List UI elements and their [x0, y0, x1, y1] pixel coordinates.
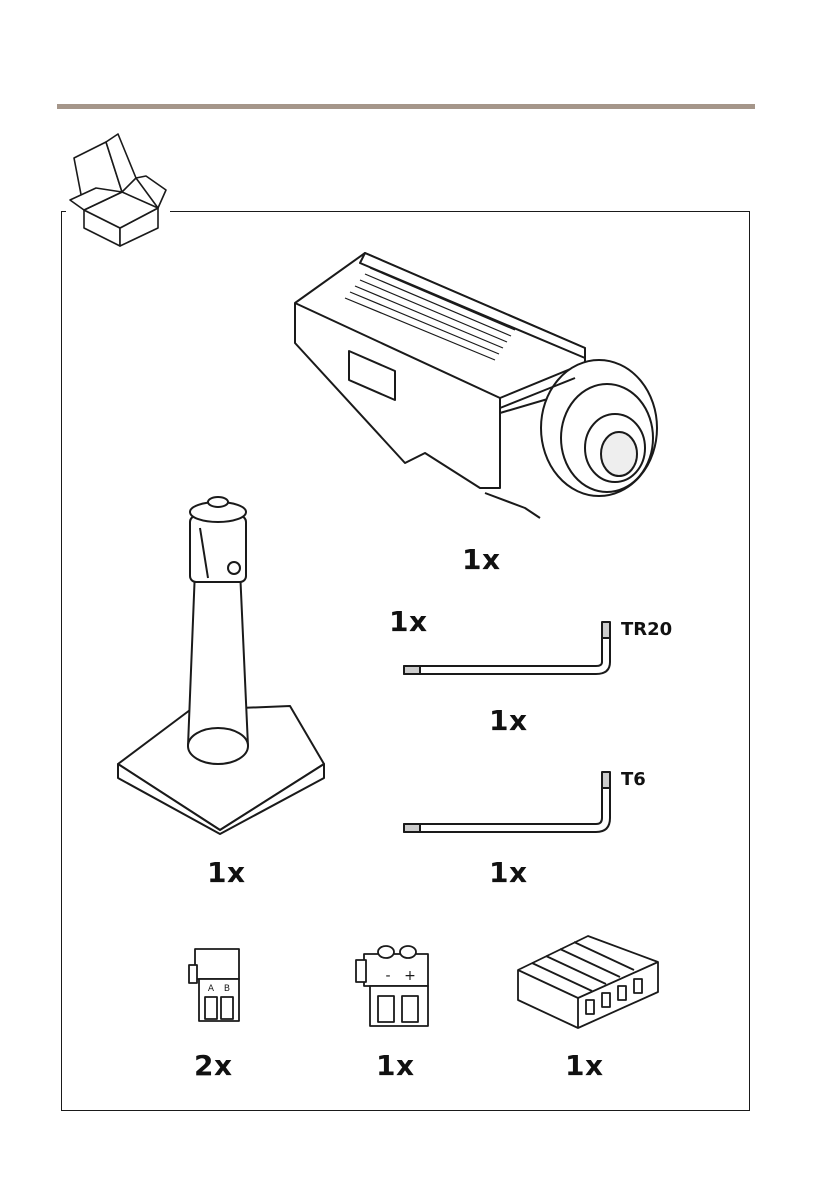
power-label-minus: -: [385, 968, 390, 984]
tr20-key-quantity: 1x: [489, 707, 528, 735]
rs485-label-b: B: [224, 984, 230, 994]
power-label-plus: +: [404, 968, 416, 984]
rs485-connector-quantity: 2x: [194, 1052, 233, 1080]
rs485-label-a: A: [208, 984, 215, 994]
io-connector-illustration: [512, 930, 662, 1030]
t6-key-illustration: [400, 768, 620, 838]
camera-illustration: [285, 248, 665, 528]
tr20-key-label: TR20: [621, 621, 672, 639]
io-connector-quantity: 1x: [565, 1052, 604, 1080]
stand-quantity: 1x: [207, 859, 246, 887]
tr20-key-illustration: [400, 618, 620, 688]
camera-quantity: 1x: [462, 546, 501, 574]
power-connector-illustration: - +: [352, 940, 432, 1028]
t6-key-label: T6: [621, 771, 646, 789]
package-box-icon: [66, 128, 170, 252]
power-connector-quantity: 1x: [376, 1052, 415, 1080]
mount-stand-illustration: [110, 488, 330, 836]
t6-key-quantity: 1x: [489, 859, 528, 887]
header-rule: [57, 104, 755, 109]
rs485-connector-illustration: A B: [185, 945, 245, 1025]
